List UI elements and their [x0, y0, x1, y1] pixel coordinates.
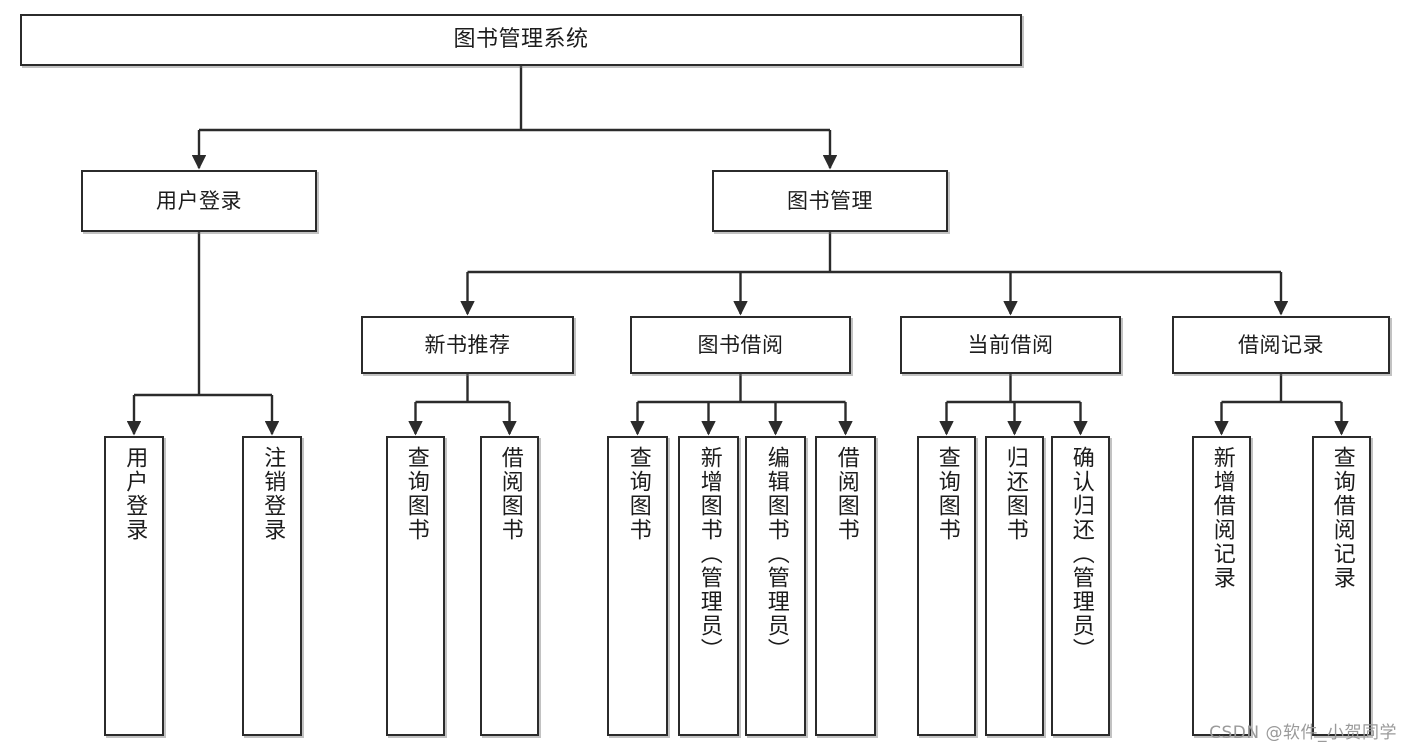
leaf-leaf-query-record[interactable]: 查询借阅记录 [1312, 436, 1371, 736]
node-label: 图书借阅 [697, 332, 784, 357]
node-book-borrow[interactable]: 图书借阅 [630, 316, 851, 374]
leaf-leaf-return-book[interactable]: 归还图书 [985, 436, 1044, 736]
node-borrow-record[interactable]: 借阅记录 [1172, 316, 1390, 374]
node-label: 归还图书 [1002, 446, 1028, 542]
node-label: 编辑图书（管理员） [763, 446, 789, 662]
node-label: 注销登录 [260, 446, 286, 542]
node-book-manage[interactable]: 图书管理 [712, 170, 948, 232]
node-label: 确认归还（管理员） [1068, 446, 1094, 662]
node-user-login[interactable]: 用户登录 [81, 170, 317, 232]
node-label: 图书管理 [787, 188, 873, 213]
leaf-leaf-add-record[interactable]: 新增借阅记录 [1192, 436, 1251, 736]
leaf-leaf-edit-book[interactable]: 编辑图书（管理员） [745, 436, 806, 736]
node-label: 查询图书 [403, 446, 429, 542]
leaf-leaf-confirm-return[interactable]: 确认归还（管理员） [1051, 436, 1110, 736]
node-root[interactable]: 图书管理系统 [20, 14, 1022, 66]
leaf-leaf-borrow-book-1[interactable]: 借阅图书 [480, 436, 539, 736]
watermark: CSDN @软件_小贺同学 [1209, 723, 1397, 743]
node-label: 新增借阅记录 [1209, 446, 1235, 590]
node-label: 图书管理系统 [453, 27, 589, 53]
node-label: 借阅记录 [1238, 332, 1324, 357]
leaf-leaf-user-login[interactable]: 用户登录 [104, 436, 164, 736]
node-label: 查询借阅记录 [1329, 446, 1355, 590]
node-label: 用户登录 [122, 446, 148, 542]
node-label: 新书推荐 [424, 332, 511, 357]
node-label: 查询图书 [934, 446, 960, 542]
node-current-borrow[interactable]: 当前借阅 [900, 316, 1121, 374]
leaf-leaf-query-book-3[interactable]: 查询图书 [917, 436, 976, 736]
node-label: 借阅图书 [833, 446, 859, 542]
leaf-leaf-borrow-book-2[interactable]: 借阅图书 [815, 436, 876, 736]
node-label: 新增图书（管理员） [696, 446, 722, 662]
leaf-leaf-query-book-2[interactable]: 查询图书 [607, 436, 668, 736]
node-new-book-rec[interactable]: 新书推荐 [361, 316, 574, 374]
leaf-leaf-query-book-1[interactable]: 查询图书 [386, 436, 445, 736]
node-label: 用户登录 [156, 188, 242, 213]
leaf-leaf-logout[interactable]: 注销登录 [242, 436, 302, 736]
node-label: 当前借阅 [967, 332, 1054, 357]
leaf-leaf-add-book[interactable]: 新增图书（管理员） [678, 436, 739, 736]
node-label: 查询图书 [625, 446, 651, 542]
node-label: 借阅图书 [497, 446, 523, 542]
